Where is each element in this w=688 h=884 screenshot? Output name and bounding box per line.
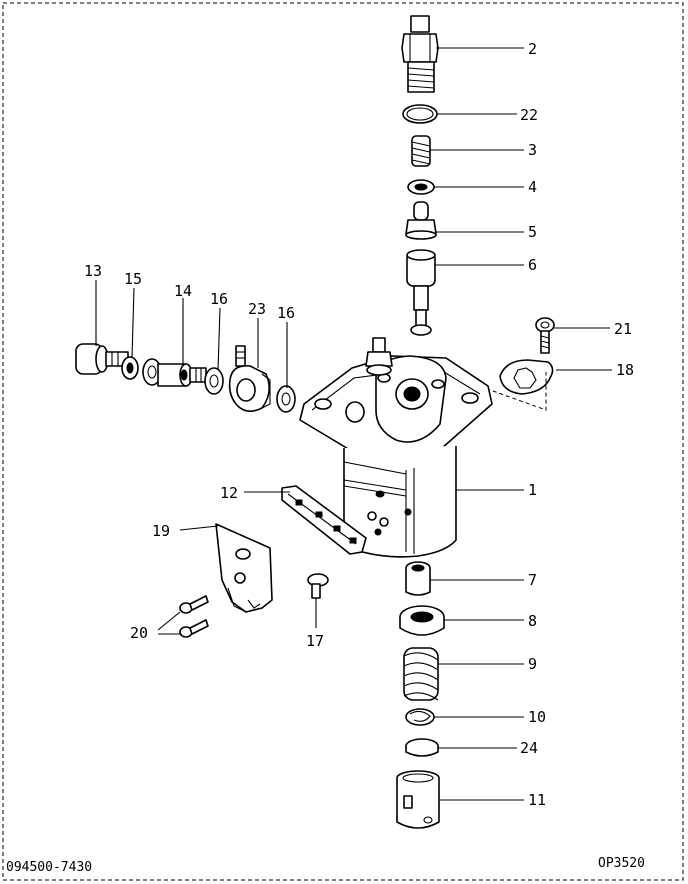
part-8-spring-seat (399, 605, 445, 636)
part-23-banjo-fitting (228, 345, 271, 412)
footer-drawing-code: OP3520 (598, 856, 645, 871)
part-19-bracket (215, 523, 273, 613)
label-19: 19 (152, 522, 170, 540)
label-5: 5 (528, 223, 537, 241)
part-6-plunger (406, 249, 436, 336)
label-15: 15 (124, 270, 142, 288)
part-14-filter (142, 358, 207, 387)
part-20-screws (179, 595, 209, 638)
label-1: 1 (528, 481, 537, 499)
label-3: 3 (528, 141, 537, 159)
label-16-left: 16 (210, 290, 228, 308)
label-8: 8 (528, 612, 537, 630)
label-17: 17 (306, 632, 324, 650)
part-5-delivery-valve (405, 201, 437, 240)
part-16-washer-left (204, 367, 224, 395)
part-1-pump-housing (299, 337, 493, 558)
label-16-right: 16 (277, 304, 295, 322)
label-22: 22 (520, 106, 538, 124)
footer-part-number: 094500-7430 (6, 860, 92, 875)
label-13: 13 (84, 262, 102, 280)
label-9: 9 (528, 655, 537, 673)
part-2-valve-holder (401, 15, 439, 93)
part-3-spring (411, 135, 431, 167)
label-4: 4 (528, 178, 537, 196)
part-12-control-rack (281, 485, 367, 555)
part-labels: 2 22 3 4 5 6 21 18 1 7 8 9 10 24 11 12 1… (84, 40, 634, 809)
label-6: 6 (528, 256, 537, 274)
label-11: 11 (528, 791, 546, 809)
part-11-tappet (396, 770, 440, 829)
part-13-banjo-bolt (75, 343, 129, 375)
label-7: 7 (528, 571, 537, 589)
label-23: 23 (248, 300, 266, 318)
part-17-screw (307, 573, 329, 599)
label-10: 10 (528, 708, 546, 726)
label-18: 18 (616, 361, 634, 379)
label-24: 24 (520, 739, 538, 757)
label-2: 2 (528, 40, 537, 58)
label-12: 12 (220, 484, 238, 502)
label-21: 21 (614, 320, 632, 338)
part-24-shim (405, 738, 439, 757)
part-9-plunger-spring (403, 647, 439, 701)
leader-lines (95, 47, 612, 801)
part-16-washer-right (276, 385, 296, 413)
part-18-lock-plate (499, 359, 554, 395)
part-21-bolt (535, 317, 555, 354)
label-14: 14 (174, 282, 192, 300)
part-7-guide (405, 561, 431, 596)
label-20: 20 (130, 624, 148, 642)
